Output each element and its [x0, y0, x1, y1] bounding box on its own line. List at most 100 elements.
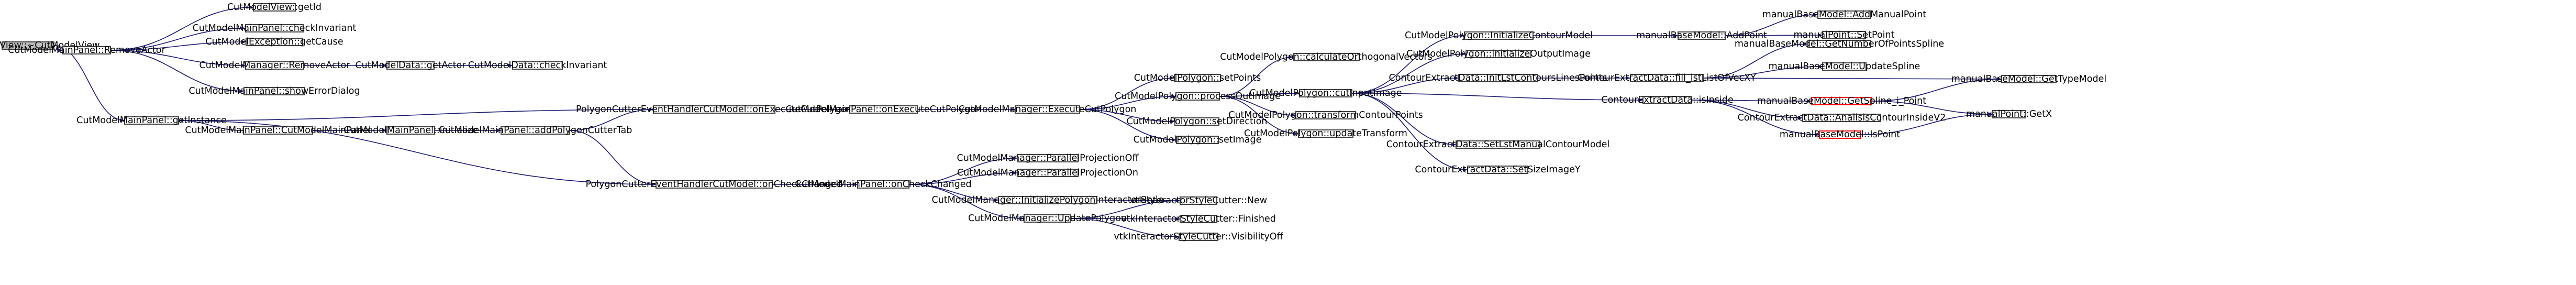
node-box: [1017, 169, 1079, 177]
graph-node[interactable]: ContourExtractData::SetLstManualContourM…: [1386, 139, 1610, 150]
graph-node[interactable]: manualBaseModel::UpdateSpline: [1769, 61, 1920, 72]
node-box: [1630, 74, 1704, 82]
node-box: [1293, 53, 1360, 61]
graph-node[interactable]: manualBaseModel::IsPoint: [1780, 129, 1900, 140]
graph-node[interactable]: CutModelMainPanel::onCheckChanged: [795, 179, 971, 190]
graph-node[interactable]: CutModelData::checkInvariant: [468, 60, 607, 71]
node-box: [386, 61, 435, 70]
edge-n39-n41: [1725, 13, 1818, 36]
node-box: [1179, 233, 1218, 241]
graph-node[interactable]: CutModelPolygon::calculateOrthogonalVect…: [1220, 52, 1432, 62]
node-label: CutModelMainPanel::onExecuteCutPolygon: [785, 104, 981, 115]
graph-node[interactable]: CutModelManager::ParallelProjectionOn: [957, 168, 1138, 178]
graph-node[interactable]: CutModelMainPanel::CutModelMainPanel: [185, 125, 371, 136]
graph-node[interactable]: CutModelPolygon::updateTransform: [1244, 128, 1407, 139]
graph-node[interactable]: CutModelMainPanel::RemoveActor: [8, 45, 165, 56]
node-label: CutModelData::checkInvariant: [468, 60, 607, 71]
graph-node[interactable]: CutModelPolygon::InitializeContourModel: [1405, 30, 1593, 41]
graph-node[interactable]: vtkInteractorStyleCutter::Finished: [1121, 214, 1276, 224]
graph-node[interactable]: manualPoint::SetPoint: [1794, 30, 1895, 40]
node-box: [1024, 214, 1071, 223]
graph-node[interactable]: vtkInteractorStyleCutter::VisibilityOff: [1114, 232, 1283, 242]
edge-n30-n36: [1351, 93, 1644, 102]
node-box: [124, 116, 179, 125]
graph-node[interactable]: manualBaseModel::AddPoint: [1636, 30, 1767, 41]
node-label: vtkInteractorStyleCutter::VisibilityOff: [1114, 232, 1283, 242]
node-label: PolygonCutterEventHandlerCutModel::onChe…: [585, 179, 842, 190]
graph-node[interactable]: CutModelMainPanel::addPolygonCutterTab: [439, 125, 632, 136]
graph-node[interactable]: manualBaseModel::GetTypeModel: [1951, 74, 2106, 84]
node-box: [1299, 89, 1352, 97]
graph-node[interactable]: CutModelMainPanel::showErrorDialog: [188, 86, 360, 96]
edge-n36-n48: [1691, 100, 1820, 137]
edge-n21-n27: [1070, 217, 1181, 221]
graph-node[interactable]: ContourExtractData::SetSizeImageY: [1415, 165, 1581, 175]
edge-n16-n18: [908, 156, 1018, 185]
node-label: vtkInteractorStyleCutter::New: [1130, 195, 1267, 206]
node-box: [1174, 117, 1219, 126]
graph-node[interactable]: CutModelPolygon::transformContourPoints: [1228, 110, 1423, 120]
edge-n36-n46: [1691, 99, 1812, 103]
graph-node[interactable]: CutModelPolygon::processOutImage: [1115, 91, 1281, 102]
edge-n21-n26: [1070, 199, 1181, 219]
graph-node[interactable]: CutModelManager::InitializePolygonIntera…: [931, 195, 1163, 205]
graph-node[interactable]: CutModelPolygon::setImage: [1134, 135, 1262, 145]
node-label: CutModelMainPanel::showErrorDialog: [188, 86, 360, 96]
node-label: CutModelData::getActor: [355, 60, 466, 71]
graph-node[interactable]: ContourExtractData::InitLstContoursLines…: [1389, 73, 1607, 83]
graph-node[interactable]: manualBaseModel::AddManualPoint: [1762, 9, 1927, 20]
graph-node[interactable]: CutModelMainPanel::initialize: [343, 125, 478, 136]
graph-node[interactable]: CutModelManager::RemoveActor: [199, 60, 351, 71]
edge-n13-n2: [178, 109, 654, 123]
node-box: [2, 41, 54, 50]
graph-node[interactable]: vtkInteractorStyleCutter::New: [1130, 195, 1267, 206]
graph-node[interactable]: CutModelView::getId: [227, 2, 321, 13]
node-label: CutModelPolygon::transformContourPoints: [1228, 110, 1423, 120]
node-box: [1819, 130, 1861, 139]
graph-node[interactable]: manualPoint::GetX: [1966, 109, 2052, 119]
graph-node[interactable]: CutModelPolygon::setPoints: [1134, 73, 1261, 83]
edge-n1-n5: [110, 40, 247, 51]
graph-node[interactable]: ContourExtractData::fill_lstListOfVecXY: [1578, 73, 1756, 83]
node-box: [653, 105, 775, 114]
node-box: [1015, 105, 1080, 114]
edge-n1-n3: [110, 5, 254, 51]
graph-node[interactable]: CutModelPolygon::setDirection: [1126, 116, 1267, 127]
node-label: CutModelMainPanel::addPolygonCutterTab: [439, 125, 632, 136]
node-label: ContourExtractData::InitLstContoursLines…: [1389, 73, 1607, 83]
node-label: CutModelPolygon::setPoints: [1134, 73, 1261, 83]
edge-n39-n42: [1725, 33, 1823, 37]
graph-node[interactable]: CutModelManager::UpdatePolygon: [968, 213, 1127, 224]
graph-node[interactable]: CutModelPolygon::cutInputImage: [1250, 88, 1402, 98]
edge-n0-n2: [53, 45, 125, 123]
graph-node[interactable]: CutModelManager::ExecuteCutPolygon: [959, 104, 1137, 115]
graph-node[interactable]: ContourExtractData::isInside: [1601, 95, 1733, 105]
node-box: [1465, 50, 1531, 58]
node-box: [1822, 62, 1867, 71]
graph-node[interactable]: PolygonCutterEventHandlerCutModel::onChe…: [585, 179, 842, 190]
node-box: [857, 180, 909, 189]
node-box: [1822, 31, 1866, 39]
node-box: [512, 61, 563, 70]
edge-n23-n31: [1219, 96, 1296, 117]
graph-node[interactable]: CutModelMainPanel::getInstance: [76, 115, 227, 126]
node-label: CutModelPolygon::updateTransform: [1244, 128, 1407, 139]
graph-node[interactable]: CutModelData::getActor: [355, 60, 466, 71]
node-box: [998, 196, 1097, 204]
graph-node[interactable]: PolygonCutterEventHandlerCutModel::onExe…: [576, 104, 852, 115]
node-box: [1464, 31, 1534, 40]
graph-node[interactable]: CutModelException::getCause: [205, 37, 343, 47]
edge-n1-n4: [110, 26, 246, 51]
graph-node[interactable]: manualBaseModel::GetSpline_i_Point: [1757, 96, 1926, 106]
graph-node[interactable]: CutModelMainPanel::checkInvariant: [193, 23, 357, 34]
graph-node[interactable]: ContourExtractData::AnalisisContourInsid…: [1738, 113, 1946, 123]
graph-node[interactable]: CutModelPolygon::initializeOutputImage: [1406, 49, 1591, 59]
graph-node[interactable]: CutModelMainPanel::onExecuteCutPolygon: [785, 104, 981, 115]
edge-n23-n32: [1219, 96, 1299, 136]
graph-node[interactable]: CutModelManager::ParallelProjectionOff: [957, 153, 1139, 163]
node-box: [656, 180, 773, 189]
node-box: [1817, 10, 1871, 19]
node-label: manualPoint::GetX: [1966, 109, 2052, 119]
node-label: CutModelMainPanel::RemoveActor: [8, 45, 165, 56]
graph-node[interactable]: manualBaseModel::GetNumberOfPointsSpline: [1735, 39, 1944, 49]
